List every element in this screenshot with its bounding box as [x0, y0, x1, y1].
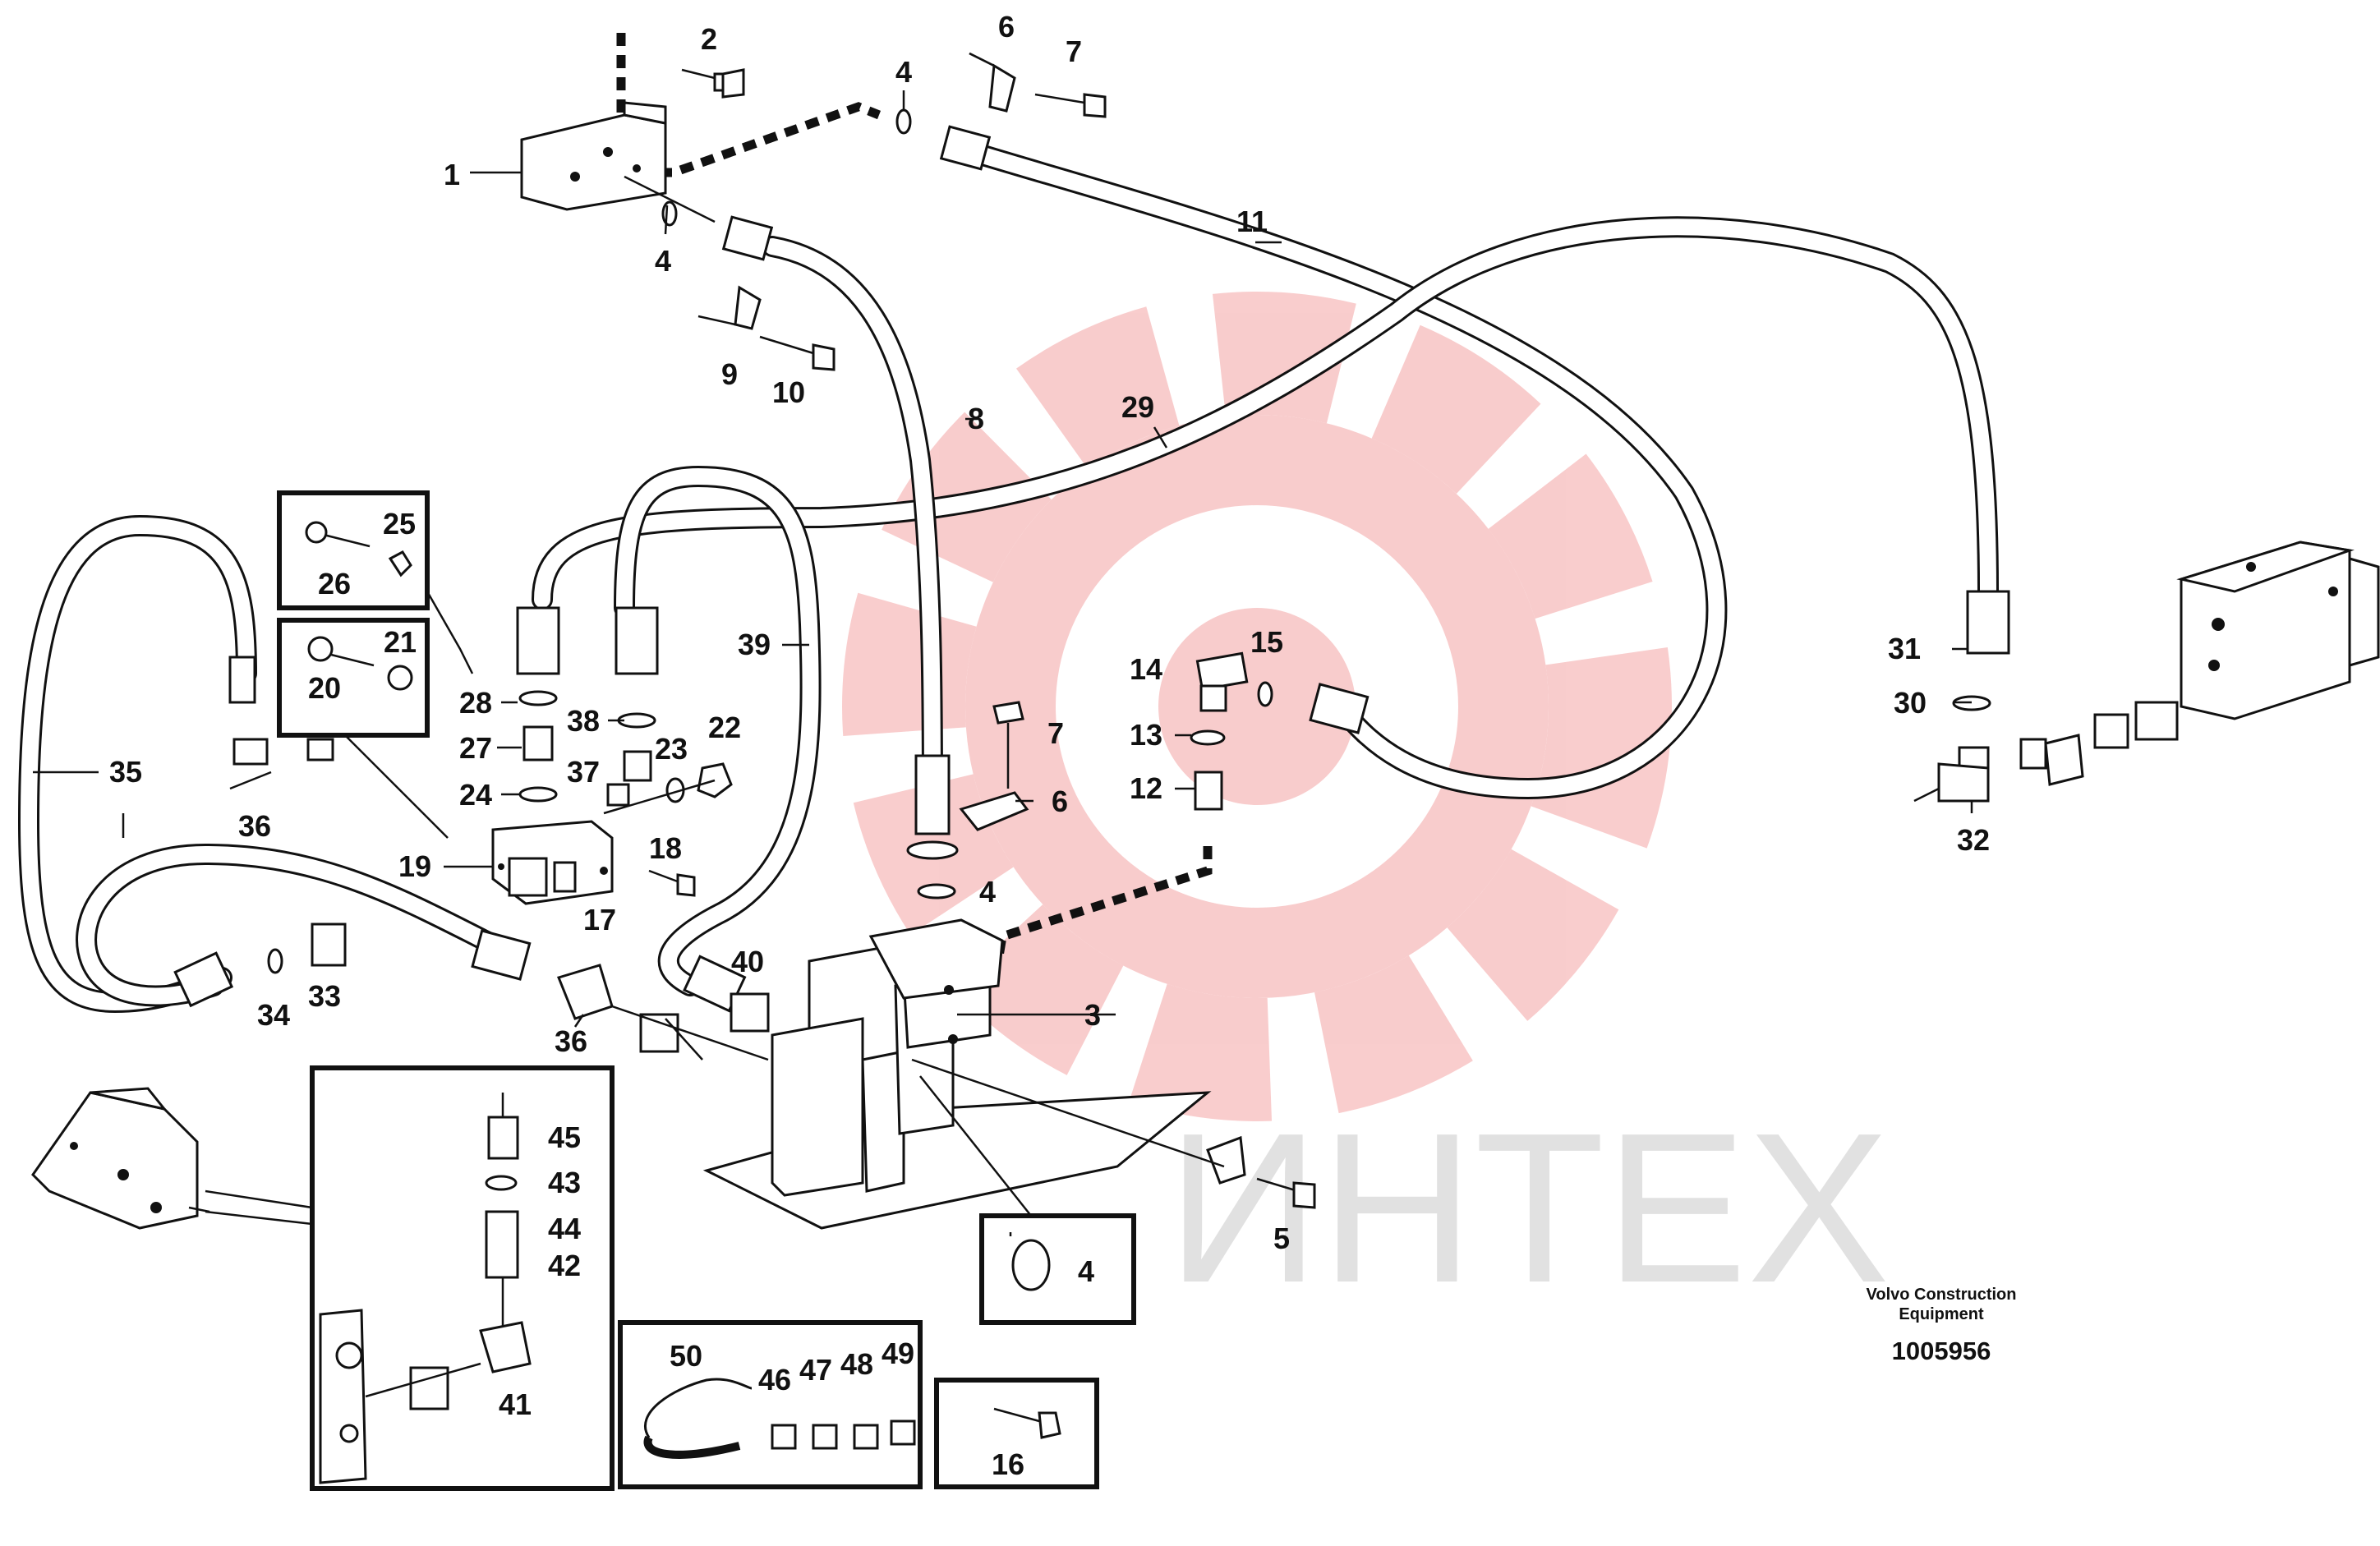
callout-4: 4 [1078, 1254, 1094, 1288]
caption-line-2: Equipment [1899, 1305, 1984, 1323]
hoses [18, 145, 1999, 1013]
callout-48: 48 [840, 1347, 873, 1381]
leader-lines [33, 52, 1973, 1236]
callouts: 1 2 4 6 7 4 11 9 10 8 29 25 26 21 20 39 … [109, 10, 1990, 1481]
callout-21: 21 [384, 625, 417, 659]
callout-38: 38 [567, 704, 600, 738]
callout-10: 10 [772, 375, 805, 409]
callout-35: 35 [109, 755, 142, 789]
valve-block-1 [520, 101, 716, 223]
callout-7: 7 [1047, 716, 1064, 750]
callout-26: 26 [318, 567, 351, 600]
right-valve-block [2176, 541, 2380, 720]
callout-4: 4 [979, 875, 996, 909]
callout-24: 24 [459, 778, 492, 812]
callout-25: 25 [383, 507, 416, 541]
callout-4: 4 [895, 55, 912, 89]
inset-box-4 [979, 1213, 1136, 1325]
main-valve-assembly [702, 918, 1212, 1230]
callout-12: 12 [1130, 771, 1162, 805]
callout-49: 49 [882, 1337, 914, 1370]
callout-44: 44 [548, 1212, 581, 1245]
callout-5: 5 [1273, 1222, 1290, 1255]
callout-7: 7 [1066, 35, 1082, 68]
callout-6: 6 [1052, 785, 1068, 818]
callout-27: 27 [459, 731, 492, 765]
watermark-gear-logo [842, 292, 1672, 1121]
callout-43: 43 [548, 1166, 581, 1199]
pointer-inset-4 [919, 1075, 1032, 1217]
hardware [173, 52, 2179, 1484]
document-number: 1005956 [1892, 1337, 1991, 1365]
callout-8: 8 [968, 402, 984, 435]
inset-box-16 [934, 1378, 1099, 1489]
callout-37: 37 [567, 755, 600, 789]
callout-6: 6 [998, 10, 1015, 44]
callout-4: 4 [655, 244, 671, 278]
callout-20: 20 [308, 671, 341, 705]
callout-16: 16 [992, 1447, 1024, 1481]
callout-32: 32 [1957, 823, 1990, 857]
callout-30: 30 [1894, 686, 1927, 720]
callout-50: 50 [670, 1339, 702, 1373]
callout-46: 46 [758, 1363, 791, 1396]
callout-17: 17 [583, 903, 616, 936]
callout-23: 23 [655, 732, 688, 766]
watermark-text: ИНТЕХ [1167, 1089, 1890, 1327]
callout-36: 36 [555, 1024, 587, 1058]
callout-42: 42 [548, 1249, 581, 1282]
callout-41: 41 [499, 1387, 532, 1421]
callout-13: 13 [1130, 718, 1162, 752]
callout-28: 28 [459, 686, 492, 720]
callout-34: 34 [257, 998, 290, 1032]
pointer-inset-20 [344, 734, 449, 839]
pointer-inset-25 [426, 591, 474, 674]
callout-11: 11 [1236, 205, 1268, 238]
inset-box-25-26 [277, 490, 430, 610]
callout-15: 15 [1250, 625, 1283, 659]
callout-36: 36 [238, 809, 271, 843]
valve-19 [491, 820, 614, 905]
callout-31: 31 [1888, 632, 1921, 665]
caption-line-1: Volvo Construction [1867, 1286, 2017, 1304]
caption: Volvo Construction Equipment 1005956 [1867, 1286, 2017, 1365]
callout-39: 39 [738, 628, 771, 661]
callout-3: 3 [1084, 998, 1101, 1032]
callout-45: 45 [548, 1120, 581, 1154]
callout-19: 19 [398, 849, 431, 883]
callout-22: 22 [708, 711, 741, 744]
callout-2: 2 [701, 22, 717, 56]
callout-14: 14 [1130, 652, 1162, 686]
callout-9: 9 [721, 357, 738, 391]
callout-1: 1 [444, 158, 460, 191]
callout-18: 18 [649, 831, 682, 865]
callout-29: 29 [1121, 390, 1154, 424]
callout-40: 40 [731, 945, 764, 978]
callout-47: 47 [799, 1353, 832, 1387]
callout-33: 33 [308, 979, 341, 1013]
